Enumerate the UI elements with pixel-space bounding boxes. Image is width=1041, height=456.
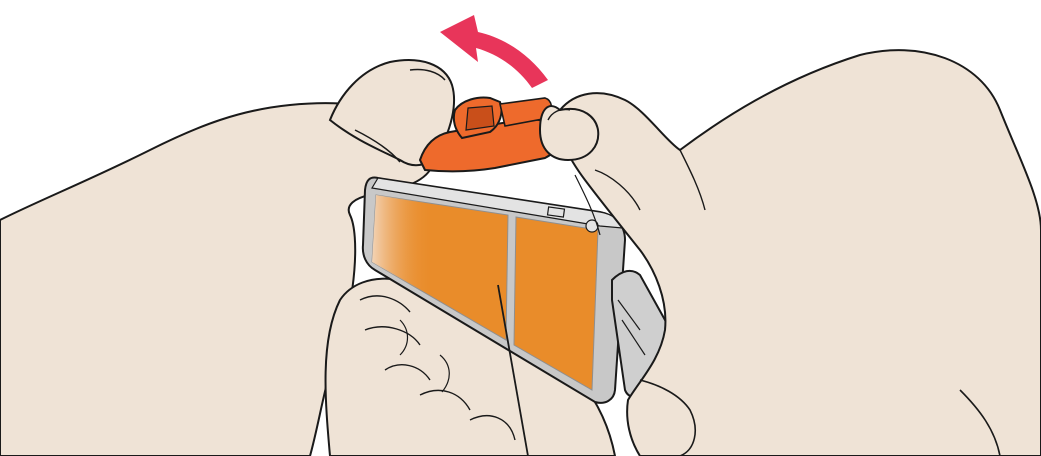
curved-arrow-icon [440,15,548,88]
